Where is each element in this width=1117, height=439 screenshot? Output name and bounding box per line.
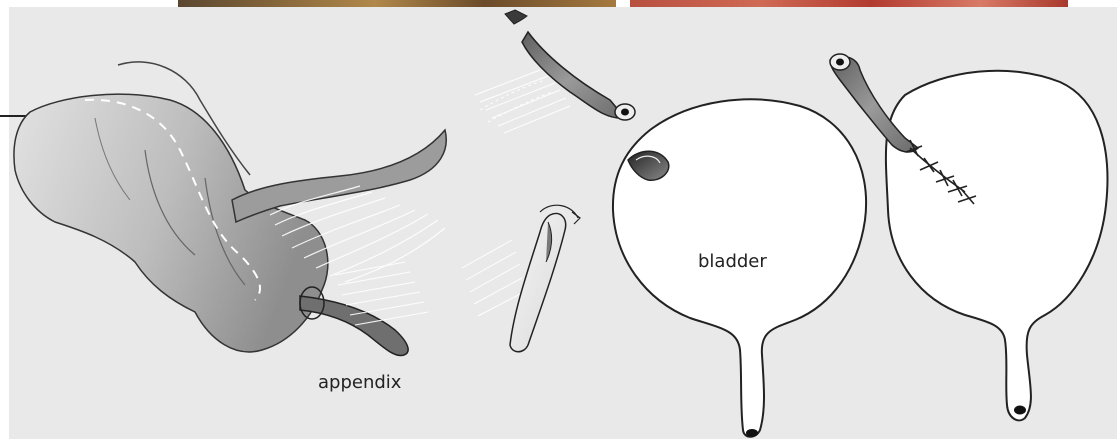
appendix-segment-upper bbox=[505, 10, 635, 120]
bladder-with-anastomosis bbox=[830, 54, 1107, 420]
mesentery-sheet-lower bbox=[335, 240, 524, 325]
bladder-with-opening: bladder bbox=[613, 99, 866, 437]
cecum-with-appendix: appendix bbox=[14, 62, 446, 393]
appendix-label: appendix bbox=[318, 372, 402, 393]
bladder-label: bladder bbox=[698, 251, 767, 272]
